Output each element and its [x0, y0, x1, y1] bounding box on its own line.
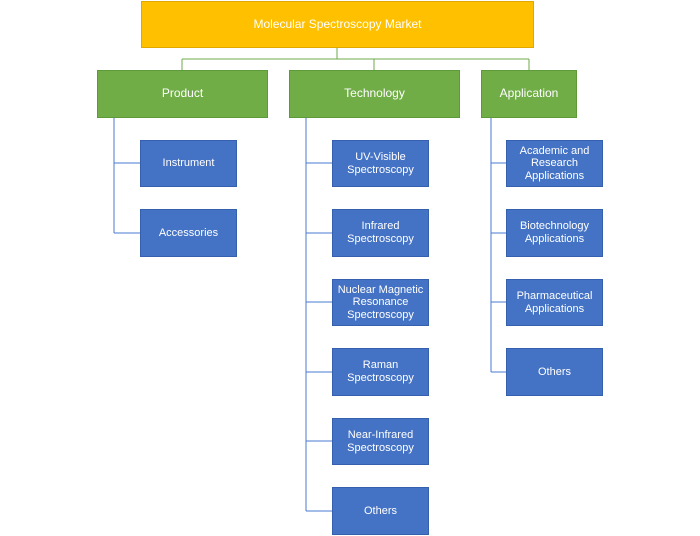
leaf-infrared-spectroscopy: Infrared Spectroscopy	[332, 209, 429, 257]
category-application: Application	[481, 70, 577, 118]
leaf-near-infrared-spectroscopy: Near-Infrared Spectroscopy	[332, 418, 429, 465]
leaf-academic-research-applications: Academic and Research Applications	[506, 140, 603, 187]
leaf-nmr-spectroscopy: Nuclear Magnetic Resonance Spectroscopy	[332, 279, 429, 326]
leaf-uv-visible-spectroscopy: UV-Visible Spectroscopy	[332, 140, 429, 187]
leaf-accessories: Accessories	[140, 209, 237, 257]
leaf-application-others: Others	[506, 348, 603, 396]
category-product: Product	[97, 70, 268, 118]
leaf-instrument: Instrument	[140, 140, 237, 187]
leaf-raman-spectroscopy: Raman Spectroscopy	[332, 348, 429, 396]
leaf-biotechnology-applications: Biotechnology Applications	[506, 209, 603, 257]
category-technology: Technology	[289, 70, 460, 118]
leaf-pharmaceutical-applications: Pharmaceutical Applications	[506, 279, 603, 326]
leaf-technology-others: Others	[332, 487, 429, 535]
root-node: Molecular Spectroscopy Market	[141, 1, 534, 48]
